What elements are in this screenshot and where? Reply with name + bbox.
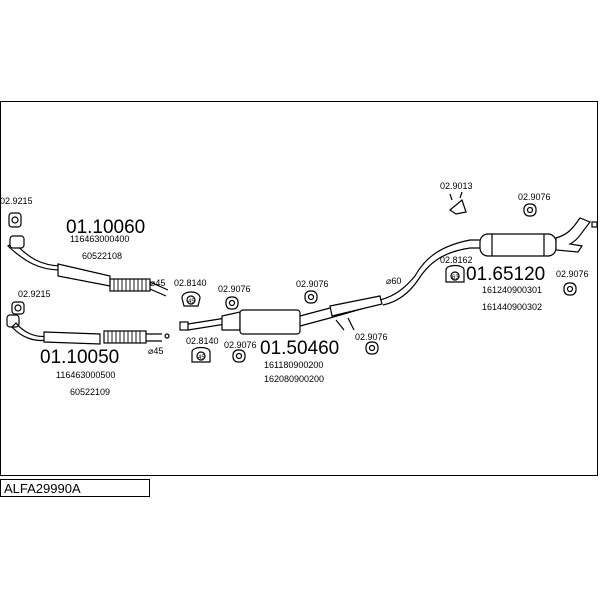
clamp-2-icon[interactable] — [191, 346, 211, 363]
rear-silencer-ref1: 161240900301 — [482, 285, 542, 295]
bracket-icon[interactable] — [448, 191, 467, 215]
clamp-3-label: 02.8162 — [440, 255, 473, 265]
front-pipe-top[interactable] — [7, 235, 169, 297]
middle-silencer[interactable] — [179, 239, 482, 335]
clamp-1-icon[interactable] — [181, 291, 201, 307]
clamp-3-icon[interactable] — [445, 264, 465, 283]
diagram-code: ALFA29990A — [4, 481, 81, 496]
rear-silencer-number: 01.65120 — [466, 264, 545, 285]
middle-silencer-ref2: 162080900200 — [264, 374, 324, 384]
clamp-2-mark: 45 — [198, 355, 205, 361]
hanger-6-label: 02.9076 — [556, 269, 589, 279]
clamp-1-label: 02.8140 — [174, 278, 207, 288]
diagram-frame — [0, 101, 598, 476]
clamp-1-mark: 45 — [188, 299, 195, 305]
front-pipe-top-ref1: 116463000400 — [70, 234, 129, 244]
gasket-bottom-icon[interactable] — [11, 301, 25, 315]
hanger-5-label: 02.9076 — [518, 192, 551, 202]
middle-silencer-ref1: 161180900200 — [264, 360, 323, 370]
hanger-4-icon[interactable] — [232, 349, 246, 363]
front-pipe-top-ref2: 60522108 — [82, 251, 122, 261]
hanger-2-icon[interactable] — [304, 290, 318, 304]
front-pipe-bottom-ref2: 60522109 — [70, 387, 110, 397]
diameter-3-label: ⌀60 — [386, 276, 401, 286]
gasket-top-icon[interactable] — [8, 212, 22, 228]
front-pipe-bottom-ref1: 116463000500 — [56, 370, 115, 380]
hanger-2-label: 02.9076 — [296, 279, 329, 289]
hanger-3-icon[interactable] — [365, 341, 379, 355]
gasket-bottom-label: 02.9215 — [18, 289, 51, 299]
hanger-1-label: 02.9076 — [218, 284, 251, 294]
front-pipe-bottom[interactable] — [6, 314, 170, 345]
middle-silencer-number: 01.50460 — [260, 338, 339, 359]
rear-silencer[interactable] — [479, 217, 598, 257]
hanger-1-icon[interactable] — [225, 296, 239, 310]
gasket-top-label: 02.9215 — [0, 196, 33, 206]
clamp-3-mark: 63 — [452, 275, 459, 281]
hanger-5-icon[interactable] — [523, 203, 537, 217]
hanger-3-label: 02.9076 — [355, 332, 388, 342]
clamp-2-label: 02.8140 — [186, 336, 219, 346]
rear-silencer-ref2: 161440900302 — [482, 302, 542, 312]
hanger-4-label: 02.9076 — [224, 340, 257, 350]
diameter-2-label: ⌀45 — [148, 346, 163, 356]
bracket-label: 02.9013 — [440, 181, 473, 191]
diameter-1-label: ⌀45 — [150, 278, 165, 288]
hanger-6-icon[interactable] — [563, 282, 577, 296]
front-pipe-top-number: 01.10060 — [66, 217, 145, 238]
front-pipe-bottom-number: 01.10050 — [40, 347, 119, 368]
diagram-code-box: ALFA29990A — [0, 479, 150, 497]
